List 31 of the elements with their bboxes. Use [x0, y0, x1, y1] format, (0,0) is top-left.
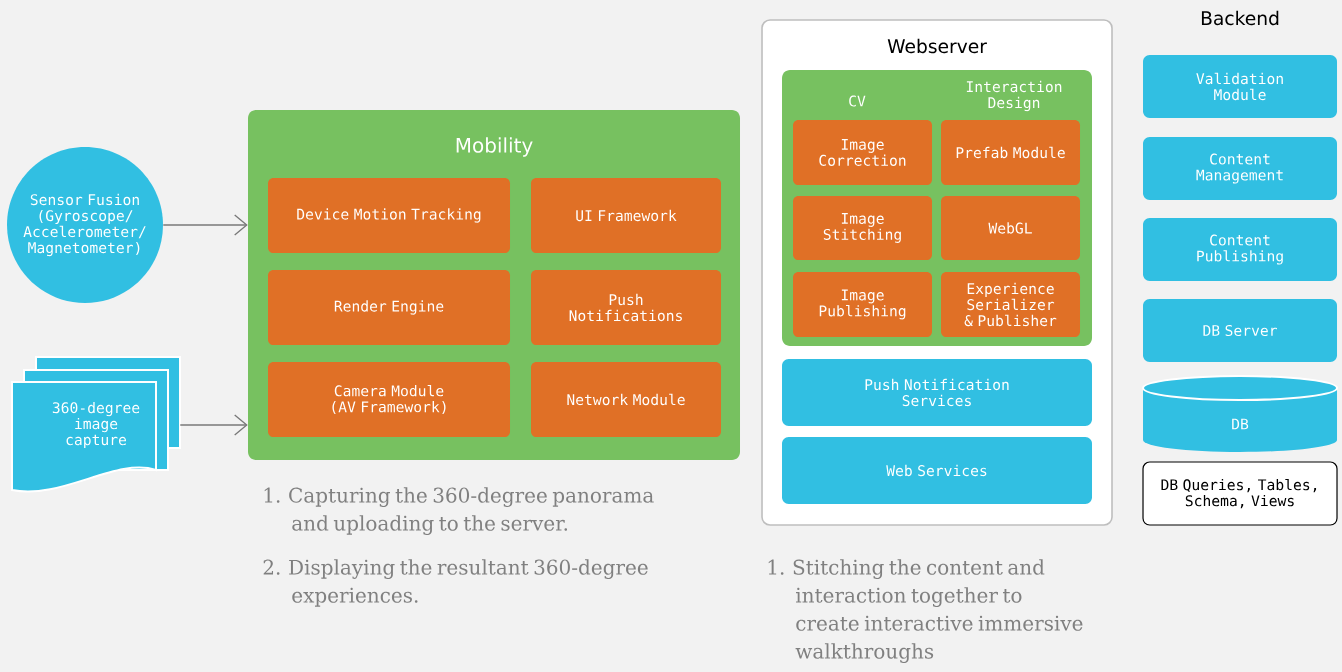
arrow — [179, 414, 248, 436]
module-box: Render Engine — [268, 270, 510, 345]
module-box: Device Motion Tracking — [268, 178, 510, 253]
module-box: Network Module — [531, 362, 721, 437]
list-item: 1. Stitching the content and interaction together to create interactive immersive walkthroughs — [768, 559, 1083, 663]
database-cylinder: DB — [1142, 375, 1338, 452]
list-item: 1. Capturing the 360-degree panorama and uploading to the server. — [264, 487, 654, 535]
backend-box: DB Server — [1143, 299, 1337, 362]
module-box: Push Notifications — [531, 270, 721, 345]
module-box: WebGL — [941, 196, 1080, 260]
service-box: Web Services — [782, 437, 1092, 504]
backend-box: Content Management — [1143, 137, 1337, 200]
module-box: UI Framework — [531, 178, 721, 253]
section-heading: Backend — [1201, 10, 1279, 26]
column-heading: Interaction Design — [966, 80, 1062, 112]
module-box: Prefab Module — [941, 120, 1080, 185]
list-item: 2. Displaying the resultant 360-degree experiences. — [263, 559, 648, 607]
backend-box: Content Publishing — [1143, 218, 1337, 281]
module-box: Image Publishing — [793, 272, 932, 337]
column-heading: CV — [849, 95, 866, 107]
backend-box: Validation Module — [1143, 55, 1337, 118]
document-stack: 360-degree image capture — [11, 356, 181, 493]
module-box: Camera Module (AV Framework) — [268, 362, 510, 437]
module-box: Image Correction — [793, 120, 932, 185]
panel-heading: Mobility — [456, 137, 533, 157]
module-box: Image Stitching — [793, 196, 932, 260]
module-box: Experience Serializer & Publisher — [941, 272, 1080, 337]
panel-heading: Webserver — [887, 38, 987, 54]
arrow — [162, 214, 248, 236]
service-box: Push Notification Services — [782, 359, 1092, 426]
note-box: DB Queries, Tables, Schema, Views — [1142, 461, 1338, 526]
